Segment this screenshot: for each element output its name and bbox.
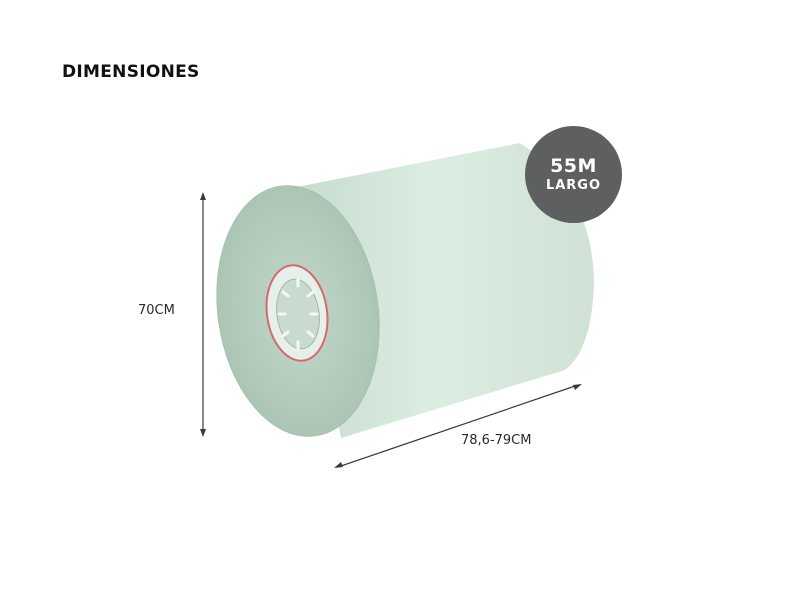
length-badge-unit: LARGO	[545, 177, 602, 193]
vertical-dimension-arrow	[200, 192, 206, 437]
length-badge-value: 55M	[550, 154, 597, 177]
page-title: DIMENSIONES	[62, 62, 200, 82]
length-badge: 55M LARGO	[525, 126, 622, 223]
diagonal-dimension-arrow	[334, 384, 582, 468]
roll-core-notches	[277, 277, 319, 351]
height-dimension-label: 70CM	[138, 303, 175, 318]
width-dimension-label: 78,6-79CM	[461, 433, 532, 448]
